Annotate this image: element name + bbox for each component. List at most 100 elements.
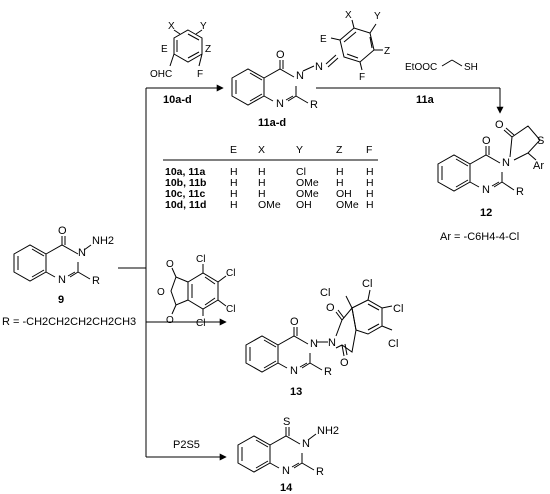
c9-id: 9: [58, 294, 64, 306]
c12-sulfur: S: [537, 135, 544, 147]
aldehyde-label: 10a-d: [163, 94, 192, 106]
c12-id: 12: [480, 207, 492, 219]
table-row-label: 10b, 11b: [165, 177, 206, 189]
reagent-tetrachlorophthalic-anhydride: O O O Cl Cl Cl Cl: [157, 254, 235, 329]
table-cell: H: [366, 177, 374, 189]
c9-r-definition: R = -CH2CH2CH2CH2CH3: [2, 316, 136, 328]
aldehyde-e: E: [161, 44, 168, 55]
c14-nh2: NH2: [317, 425, 339, 437]
table-cell: H: [230, 188, 238, 200]
c13-oxygen-imide-top: O: [326, 302, 335, 314]
table-cell: H: [230, 199, 238, 211]
c13-r: R: [324, 366, 332, 378]
compound-12: O N N R O S Ar 12 Ar = -C6H4-4-Cl: [437, 119, 544, 243]
c11-n3: N: [296, 70, 304, 82]
c11-y: Y: [374, 11, 381, 22]
c11-imine-n: N: [315, 61, 323, 73]
c12-n1: N: [482, 184, 490, 196]
c9-r: R: [92, 275, 100, 287]
c11-z: Z: [384, 46, 390, 57]
aldehyde-x: X: [168, 21, 175, 32]
c12-ar-definition: Ar = -C6H4-4-Cl: [440, 231, 519, 243]
anhydride-o1: O: [166, 259, 174, 270]
table-row-label: 10a, 11a: [165, 166, 205, 178]
table-row-label: 10d, 11d: [165, 199, 206, 211]
table-cell: OH: [336, 188, 352, 200]
thiol-sh: SH: [464, 62, 478, 73]
c13-cl3: Cl: [393, 303, 403, 315]
anhydride-o2: O: [157, 287, 165, 298]
c13-n3: N: [310, 338, 318, 350]
c14-n1: N: [282, 465, 290, 477]
c12-ar: Ar: [533, 160, 544, 172]
c11-oxygen: O: [276, 49, 285, 61]
anhydride-cl1: Cl: [196, 254, 205, 265]
c13-imide-n: N: [328, 337, 336, 349]
c9-n3: N: [78, 247, 86, 259]
c11-r: R: [310, 99, 318, 111]
table-row-label: 10c, 11c: [165, 188, 205, 200]
table-cell: H: [258, 188, 266, 200]
table-cell: OMe: [296, 177, 319, 189]
table-cell: H: [258, 177, 266, 189]
c12-n3: N: [502, 157, 510, 169]
table-cell: H: [366, 199, 374, 211]
table-header-cell: Z: [336, 144, 343, 156]
table-cell: OMe: [296, 188, 319, 200]
aldehyde-y: Y: [200, 21, 207, 32]
c9-n1: N: [58, 274, 66, 286]
c14-id: 14: [280, 482, 293, 494]
anhydride-o3: O: [166, 315, 174, 326]
table-header-cell: X: [258, 144, 265, 156]
reagent-aldehyde: X Y E Z F OHC 10a-d: [150, 21, 211, 106]
reagent-p2s5: P2S5: [173, 439, 200, 451]
c12-r: R: [516, 186, 524, 198]
anhydride-cl2: Cl: [226, 268, 235, 279]
c11-x: X: [345, 10, 352, 21]
c11-e: E: [320, 34, 327, 45]
anhydride-cl3: Cl: [226, 304, 235, 315]
table-cell: Cl: [296, 166, 306, 178]
c12-oxygen-quinazolinone: O: [482, 135, 491, 147]
thiol-ester: EtOOC: [405, 62, 437, 73]
c11-f: F: [359, 72, 365, 83]
c11-n1: N: [276, 98, 284, 110]
aldehyde-f: F: [197, 69, 203, 80]
table-cell: H: [230, 166, 238, 178]
compound-13: O N N R N O O Cl Cl Cl Cl 13: [245, 278, 403, 398]
c12-oxygen-ring: O: [495, 119, 504, 131]
aldehyde-cho: OHC: [150, 69, 172, 80]
anhydride-cl4: Cl: [196, 318, 205, 329]
c13-cl1: Cl: [320, 287, 330, 299]
table-cell: H: [336, 166, 344, 178]
compound-14: S N N NH2 R 14: [237, 416, 339, 494]
c13-cl4: Cl: [388, 338, 398, 350]
c14-n3: N: [302, 438, 310, 450]
table-cell: OMe: [336, 199, 359, 211]
table-cell: H: [258, 166, 266, 178]
table-header-cell: Y: [296, 144, 303, 156]
c13-id: 13: [290, 386, 302, 398]
c14-r: R: [316, 466, 324, 478]
thiol-label: 11a: [416, 94, 435, 106]
table-cell: H: [230, 177, 238, 189]
table-cell: H: [366, 188, 374, 200]
table-cell: OH: [296, 199, 312, 211]
c13-oxygen-quinazolinone: O: [290, 316, 299, 328]
reagent-thioglycolate: EtOOC SH 11a: [405, 59, 478, 106]
compound-11: O N N R N X Y E Z F 11a-d: [231, 10, 390, 129]
compound-9: O N N NH2 R 9 R = -CH2CH2CH2CH2CH3: [2, 225, 136, 328]
c9-oxygen: O: [58, 225, 67, 237]
table-cell: H: [336, 177, 344, 189]
c13-n1: N: [290, 365, 298, 377]
c9-nh2: NH2: [92, 235, 114, 247]
aldehyde-z: Z: [205, 44, 211, 55]
table-header-cell: E: [230, 144, 237, 156]
table-cell: OMe: [258, 199, 281, 211]
c14-sulfur: S: [283, 416, 290, 428]
c13-cl2: Cl: [362, 278, 372, 290]
table-cell: H: [366, 166, 374, 178]
c13-oxygen-imide-bottom: O: [340, 357, 349, 369]
